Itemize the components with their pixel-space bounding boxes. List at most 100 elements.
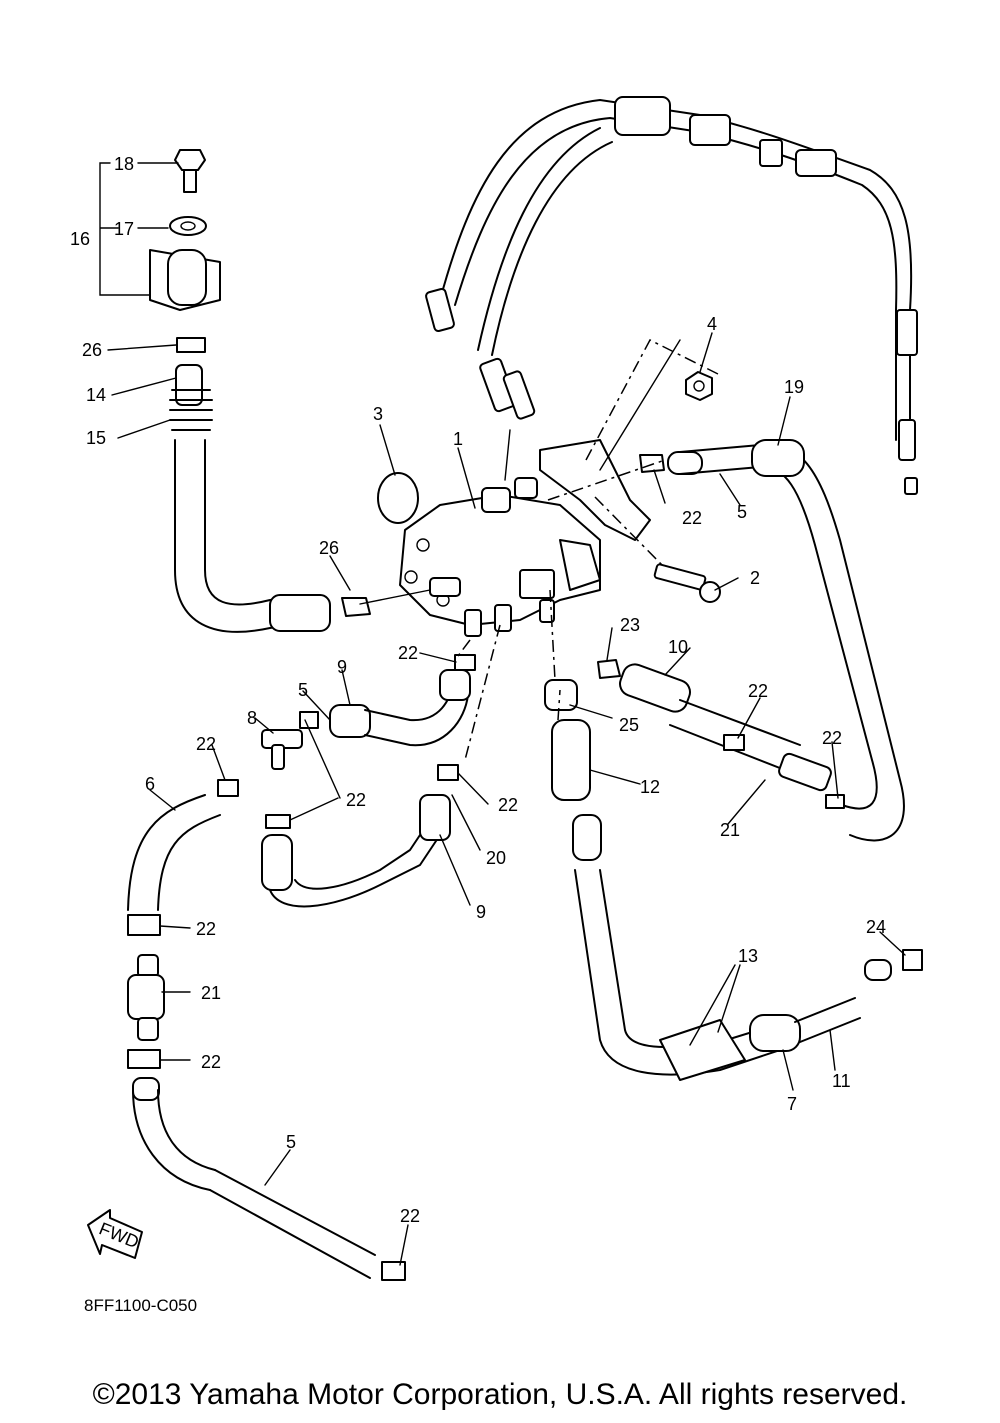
- callout-18: 18: [114, 154, 134, 174]
- clamp: [723, 734, 745, 751]
- callout-22: 22: [682, 508, 702, 528]
- callout-4: 4: [707, 314, 717, 334]
- pump-lever-block: [519, 569, 555, 599]
- hose: [551, 719, 591, 801]
- grommet-fitting: [167, 249, 207, 306]
- callout-22: 22: [201, 1052, 221, 1072]
- callout-25: 25: [619, 715, 639, 735]
- clamp: [381, 1261, 406, 1281]
- copyright-notice: ©2013 Yamaha Motor Corporation, U.S.A. A…: [92, 1378, 908, 1411]
- callout-14: 14: [86, 385, 106, 405]
- callout-11: 11: [832, 1071, 851, 1091]
- three-way-joint: [261, 711, 319, 829]
- callout-10: 10: [668, 637, 688, 657]
- hose-end: [269, 594, 331, 632]
- clamp: [127, 914, 161, 936]
- pump-mounting-bracket: [539, 439, 651, 541]
- callout-6: 6: [145, 774, 155, 794]
- callout-22: 22: [748, 681, 768, 701]
- callout-12: 12: [640, 777, 660, 797]
- cable-fitting: [502, 370, 536, 420]
- callout-22: 22: [400, 1206, 420, 1226]
- bolt: [653, 563, 721, 603]
- callout-5: 5: [737, 502, 747, 522]
- callout-22: 22: [196, 919, 216, 939]
- clamp: [299, 711, 319, 729]
- callout-19: 19: [784, 377, 804, 397]
- callout-5: 5: [298, 680, 308, 700]
- callout-21: 21: [201, 983, 221, 1003]
- callout-22: 22: [822, 728, 842, 748]
- callout-21: 21: [720, 820, 740, 840]
- callout-24: 24: [866, 917, 886, 937]
- in-line-filter: [778, 752, 832, 792]
- diagram-code: 8FF1100-C050: [84, 1296, 197, 1315]
- cable-adjuster-nut: [689, 114, 731, 146]
- joint-hose: [175, 364, 203, 406]
- clamp: [597, 659, 621, 679]
- clamp: [639, 454, 665, 473]
- clamp: [176, 337, 206, 353]
- callout-5: 5: [286, 1132, 296, 1152]
- callout-22: 22: [196, 734, 216, 754]
- cable-end-fitting: [896, 309, 918, 356]
- cable-fitting: [425, 287, 455, 333]
- clamp: [265, 814, 291, 829]
- callout-9: 9: [337, 657, 347, 677]
- cable-end-fitting: [898, 419, 916, 461]
- clamp: [825, 794, 845, 809]
- callout-8: 8: [247, 708, 257, 728]
- callout-2: 2: [750, 568, 760, 588]
- filter-nipple: [137, 954, 159, 978]
- clamp: [454, 654, 476, 671]
- clamp: [437, 764, 459, 781]
- clamp: [902, 949, 923, 971]
- pump-nipple: [494, 604, 512, 632]
- screw-head: [174, 149, 206, 171]
- callout-26: 26: [82, 340, 102, 360]
- callout-22: 22: [398, 643, 418, 663]
- nut: [685, 371, 713, 401]
- callout-17: 17: [114, 219, 134, 239]
- callout-13: 13: [738, 946, 758, 966]
- cable-sleeve: [795, 149, 837, 177]
- joint: [749, 1014, 801, 1052]
- callout-23: 23: [620, 615, 640, 635]
- callout-20: 20: [486, 848, 506, 868]
- clamp: [127, 1049, 161, 1069]
- screw-shank: [183, 169, 197, 193]
- callout-26: 26: [319, 538, 339, 558]
- callout-22: 22: [346, 790, 366, 810]
- cable-sleeve: [759, 139, 783, 167]
- pump-nipple: [464, 609, 482, 637]
- oil-feed-hose: [572, 814, 923, 1081]
- callout-22: 22: [498, 795, 518, 815]
- hose-protector: [659, 1019, 746, 1081]
- pump-nipple: [539, 599, 555, 623]
- pump-outlet-port: [429, 577, 461, 597]
- callout-15: 15: [86, 428, 106, 448]
- washer: [169, 216, 207, 236]
- protector: [419, 794, 451, 841]
- forward-direction-arrow: FWD: [87, 1209, 143, 1259]
- callout-3: 3: [373, 404, 383, 424]
- callout-labels: 1 2 3 4 5 5 5 6 7 8 9 9 10 11 12 13 14 1…: [70, 154, 886, 1226]
- callout-16: 16: [70, 229, 90, 249]
- pump-boss: [481, 487, 511, 513]
- callout-7: 7: [787, 1094, 797, 1114]
- callout-9: 9: [476, 902, 486, 922]
- pump-gear-housing: [559, 539, 601, 591]
- cap: [544, 679, 578, 711]
- group-bracket: [99, 162, 151, 296]
- control-cable-assembly: [425, 96, 918, 495]
- oil-return-hose: [261, 654, 476, 908]
- oil-hose-with-filter: [597, 659, 845, 809]
- clamp: [217, 779, 239, 797]
- o-ring: [377, 472, 419, 524]
- pump-inlet-port: [514, 477, 538, 499]
- hose-protector: [751, 439, 805, 477]
- hose: [864, 959, 892, 981]
- cable-end-barrel: [904, 477, 918, 495]
